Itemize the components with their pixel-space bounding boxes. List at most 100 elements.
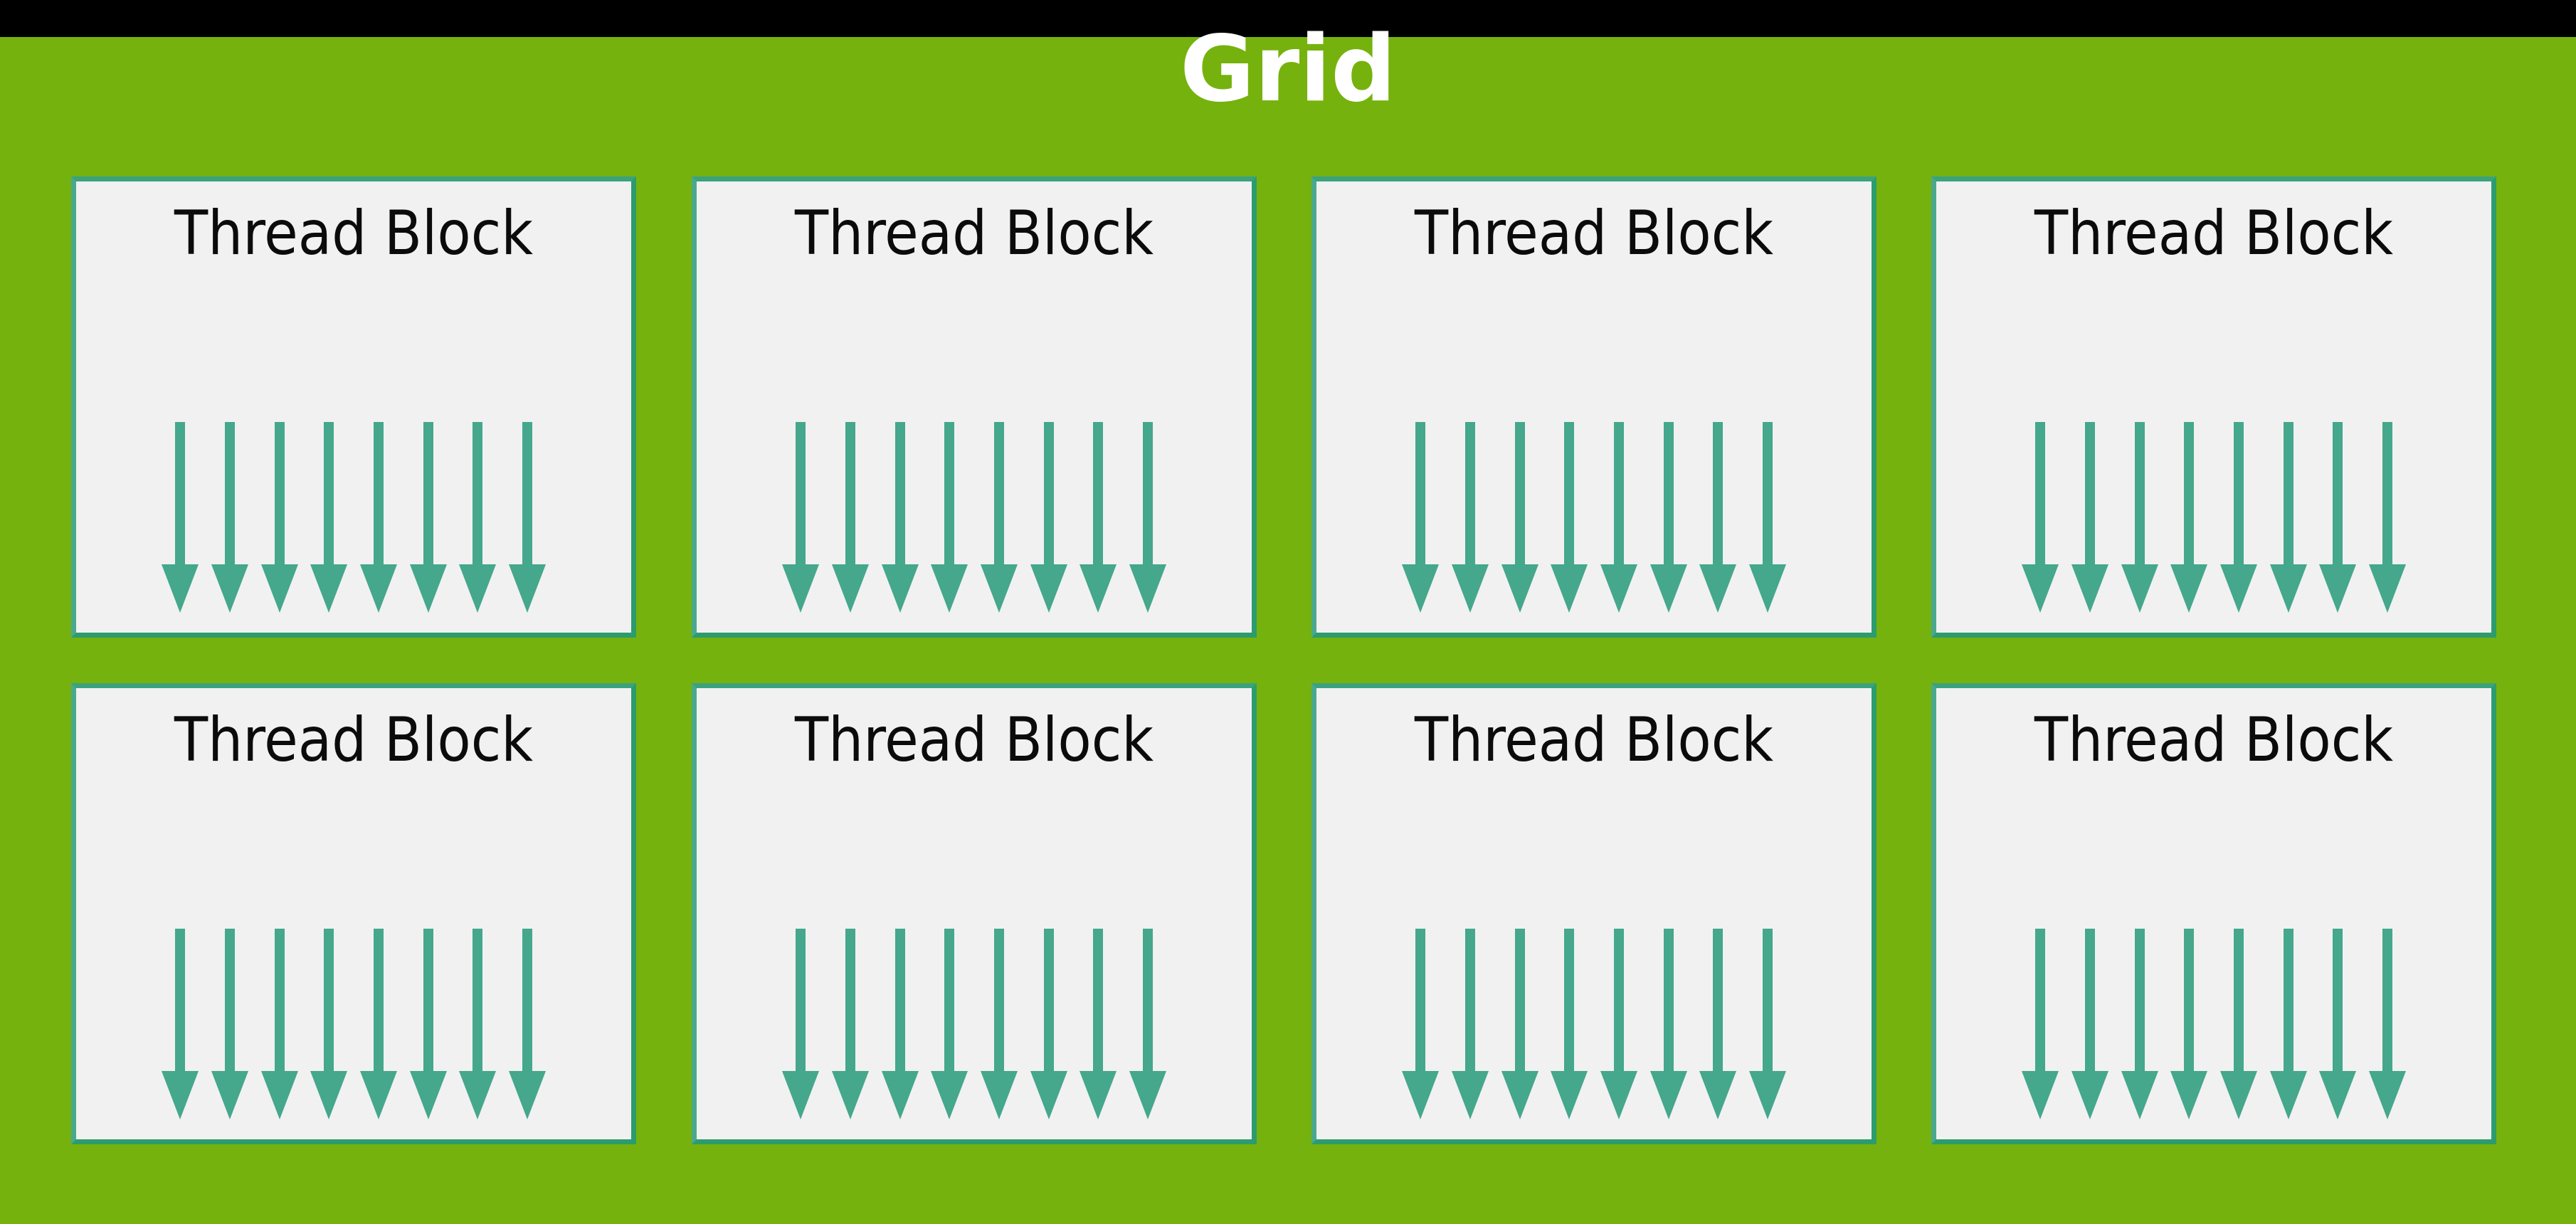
arrow-shaft	[2333, 422, 2343, 575]
thread-arrow-icon	[2121, 929, 2158, 1119]
arrow-head	[1699, 564, 1736, 613]
arrow-shaft	[1044, 929, 1054, 1082]
thread-arrow-icon	[410, 929, 447, 1119]
thread-block-label: Thread Block	[174, 198, 534, 269]
arrow-shaft	[845, 929, 855, 1082]
arrow-head	[1402, 564, 1439, 613]
arrow-shaft	[2234, 929, 2244, 1082]
arrow-head	[2170, 1071, 2207, 1119]
thread-block[interactable]: Thread Block	[1931, 683, 2496, 1144]
arrow-head	[261, 1071, 298, 1119]
thread-arrow-icon	[509, 929, 546, 1119]
thread-arrow-icon	[1699, 929, 1736, 1119]
arrow-shaft	[522, 929, 532, 1082]
arrow-shaft	[2035, 929, 2045, 1082]
arrow-shaft	[994, 929, 1004, 1082]
thread-block-label: Thread Block	[174, 705, 534, 776]
thread-block[interactable]: Thread Block	[1931, 176, 2496, 638]
thread-arrow-icon	[1501, 929, 1538, 1119]
thread-arrow-icon	[1452, 929, 1489, 1119]
arrow-head	[1452, 564, 1489, 613]
thread-arrow-icon	[1501, 422, 1538, 613]
thread-arrow-icon	[1129, 929, 1166, 1119]
thread-arrow-icon	[882, 422, 919, 613]
thread-arrow-icon	[410, 422, 447, 613]
thread-block[interactable]: Thread Block	[71, 683, 636, 1144]
arrow-shaft	[796, 929, 806, 1082]
arrow-shaft	[225, 929, 235, 1082]
thread-block[interactable]: Thread Block	[71, 176, 636, 638]
arrow-shaft	[423, 929, 433, 1082]
thread-arrow-icon	[981, 422, 1018, 613]
arrow-head	[931, 1071, 968, 1119]
arrow-head	[1129, 1071, 1166, 1119]
arrow-head	[1030, 1071, 1067, 1119]
arrow-head	[832, 1071, 869, 1119]
arrow-head	[882, 564, 919, 613]
thread-arrow-icon	[782, 929, 819, 1119]
thread-block[interactable]: Thread Block	[692, 176, 1257, 638]
arrow-shaft	[175, 929, 185, 1082]
arrow-head	[360, 1071, 397, 1119]
arrow-head	[2022, 1071, 2059, 1119]
thread-arrow-icon	[832, 929, 869, 1119]
arrow-shaft	[2085, 929, 2095, 1082]
thread-block[interactable]: Thread Block	[1311, 683, 1876, 1144]
thread-arrow-icon	[1030, 422, 1067, 613]
arrow-shaft	[1093, 929, 1103, 1082]
thread-arrow-icon	[211, 422, 248, 613]
thread-arrow-icon	[1551, 929, 1588, 1119]
thread-arrow-icon	[2170, 422, 2207, 613]
thread-arrow-icon	[1129, 422, 1166, 613]
thread-block[interactable]: Thread Block	[1311, 176, 1876, 638]
arrow-head	[1080, 1071, 1117, 1119]
arrow-shaft	[2135, 929, 2145, 1082]
thread-block[interactable]: Thread Block	[692, 683, 1257, 1144]
arrow-head	[1600, 1071, 1637, 1119]
thread-arrow-icon	[2022, 929, 2059, 1119]
arrow-shaft	[473, 929, 482, 1082]
thread-arrow-icon	[981, 929, 1018, 1119]
arrow-head	[2319, 1071, 2356, 1119]
arrow-head	[1699, 1071, 1736, 1119]
arrow-head	[1551, 1071, 1588, 1119]
arrow-shaft	[1465, 929, 1475, 1082]
arrow-head	[1650, 1071, 1687, 1119]
arrow-head	[882, 1071, 919, 1119]
thread-arrow-icon	[162, 929, 199, 1119]
arrow-shaft	[1044, 422, 1054, 575]
thread-arrow-icon	[931, 929, 968, 1119]
thread-arrow-icon	[360, 422, 397, 613]
thread-arrow-icon	[310, 422, 347, 613]
arrow-head	[2369, 1071, 2406, 1119]
thread-arrow-icon	[2071, 929, 2108, 1119]
arrow-head	[832, 564, 869, 613]
thread-arrow-icon	[931, 422, 968, 613]
arrow-shaft	[2333, 929, 2343, 1082]
arrow-head	[1600, 564, 1637, 613]
thread-arrow-icon	[1402, 422, 1439, 613]
top-bar	[0, 0, 2576, 37]
thread-block-label: Thread Block	[1414, 705, 1774, 776]
arrow-head	[310, 564, 347, 613]
thread-arrow-icon	[2369, 929, 2406, 1119]
thread-arrow-icon	[1080, 422, 1117, 613]
thread-arrow-icon	[1699, 422, 1736, 613]
arrow-shaft	[1143, 422, 1153, 575]
thread-arrow-icon	[459, 929, 496, 1119]
thread-block-label: Thread Block	[2034, 198, 2394, 269]
arrow-head	[211, 564, 248, 613]
arrow-shaft	[275, 929, 285, 1082]
arrow-head	[459, 564, 496, 613]
arrow-shaft	[2035, 422, 2045, 575]
arrow-head	[310, 1071, 347, 1119]
arrow-head	[2220, 564, 2257, 613]
arrow-head	[509, 1071, 546, 1119]
arrow-shaft	[1415, 422, 1425, 575]
arrow-shaft	[895, 929, 905, 1082]
thread-arrow-bank	[782, 929, 1166, 1119]
thread-block-label: Thread Block	[794, 705, 1154, 776]
arrow-shaft	[2184, 929, 2194, 1082]
thread-arrow-icon	[261, 422, 298, 613]
thread-arrow-icon	[2022, 422, 2059, 613]
